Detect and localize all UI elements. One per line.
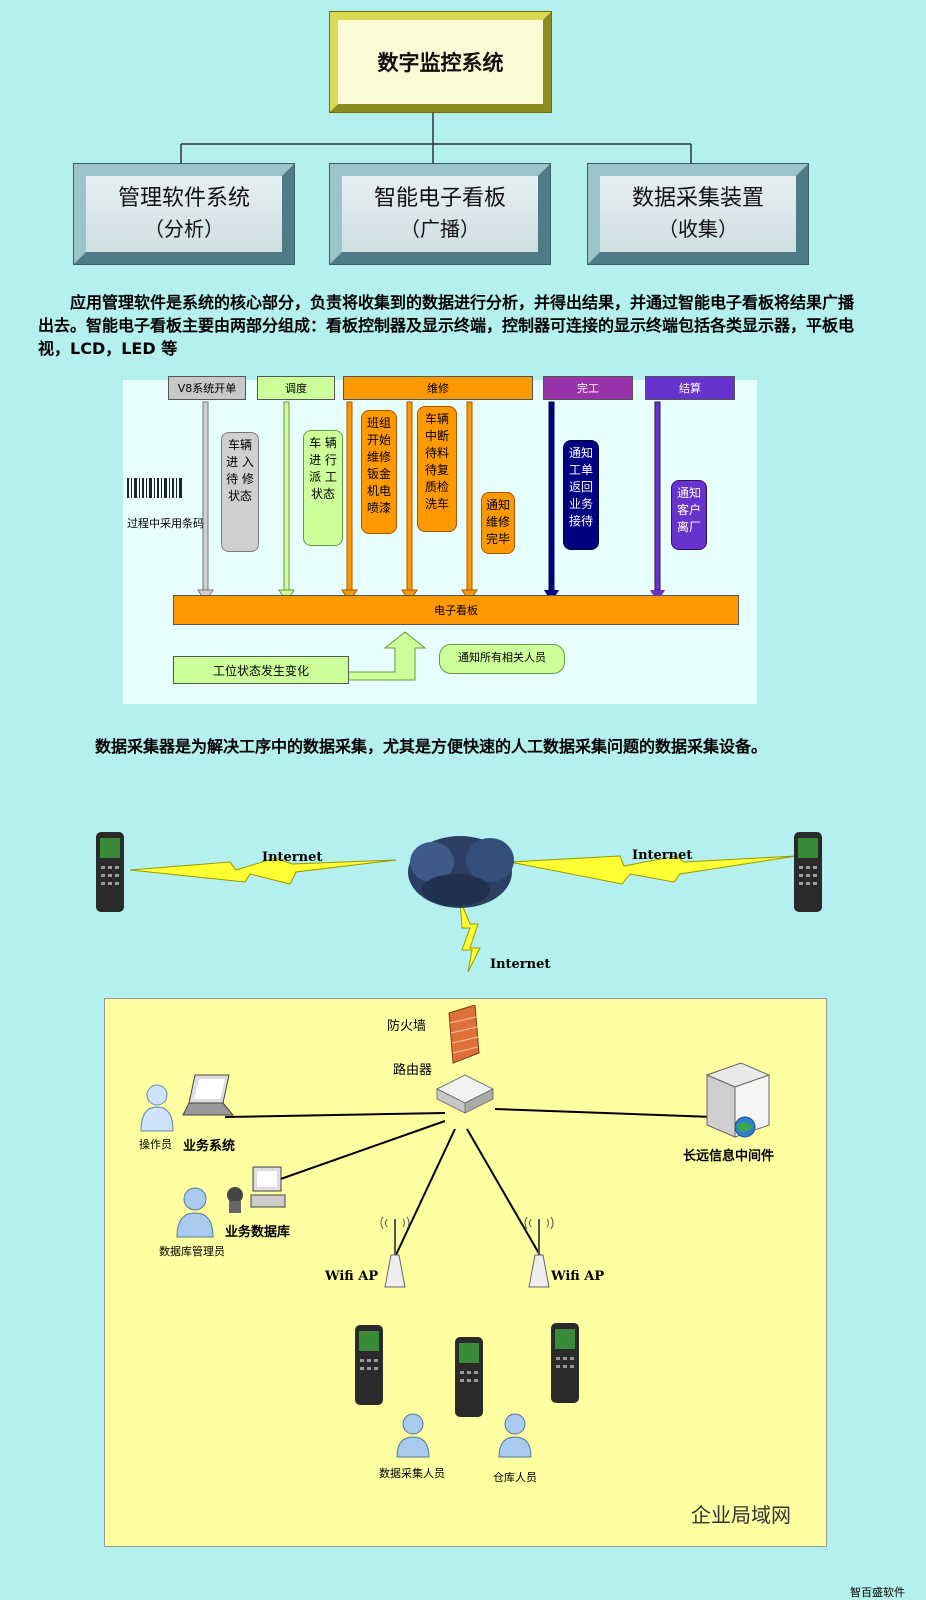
wifi-ap-label-right: Wifi AP bbox=[551, 1269, 605, 1284]
management-software-role: （分析） bbox=[144, 217, 224, 241]
header-v8-order: V8系统开单 bbox=[168, 376, 246, 400]
internet-label-right: Internet bbox=[632, 848, 693, 863]
lan-links bbox=[224, 1081, 714, 1258]
data-collection-label: 数据采集装置 bbox=[631, 186, 764, 211]
handheld-terminal-icon bbox=[794, 832, 822, 912]
system-title-box: 数字监控系统 bbox=[330, 12, 551, 112]
handheld-terminal-icon bbox=[96, 832, 124, 912]
internet-links bbox=[129, 836, 797, 973]
callout-return-reception: 通知 工单 返回 业务 接待 bbox=[563, 440, 599, 550]
router-label: 路由器 bbox=[393, 1063, 433, 1078]
hierarchy-connectors bbox=[180, 112, 692, 164]
middleware-label: 长远信息中间件 bbox=[683, 1149, 775, 1164]
database-workstation-icon bbox=[227, 1166, 286, 1213]
warehouse-label: 仓库人员 bbox=[493, 1471, 537, 1484]
smart-board-label: 智能电子看板 bbox=[373, 186, 506, 211]
internet-label-down: Internet bbox=[490, 957, 551, 972]
management-software-label: 管理软件系统 bbox=[117, 186, 250, 211]
dba-label: 数据库管理员 bbox=[159, 1245, 225, 1258]
internet-cloud-icon bbox=[416, 836, 506, 906]
data-collection-box: 数据采集装置 （收集） bbox=[588, 164, 808, 264]
collector-person-icon bbox=[396, 1413, 430, 1458]
wifi-ap-icon bbox=[524, 1216, 554, 1288]
header-settlement: 结算 bbox=[645, 376, 735, 400]
wifi-ap-label-left: Wifi AP bbox=[325, 1269, 379, 1284]
smart-board-role: （广播） bbox=[400, 217, 480, 241]
callout-interrupted: 车辆 中断 待料 待复 质检 洗车 bbox=[417, 406, 457, 532]
callout-repair-done: 通知 维修 完毕 bbox=[481, 492, 515, 554]
footer-brand: 智百盛软件 bbox=[850, 1586, 905, 1599]
business-db-label: 业务数据库 bbox=[225, 1225, 291, 1240]
electronic-board-bar: 电子看板 bbox=[173, 595, 739, 625]
laptop-icon bbox=[182, 1074, 235, 1116]
enterprise-lan-area: 防火墙 路由器 操作员 业务系统 业务数据库 数据库管理员 长远信息中间 bbox=[104, 998, 827, 1547]
header-repair: 维修 bbox=[343, 376, 533, 400]
management-software-box: 管理软件系统 （分析） bbox=[74, 164, 294, 264]
callout-dispatched: 车 辆 进 行 派 工 状态 bbox=[303, 430, 343, 546]
header-complete: 完工 bbox=[543, 376, 633, 400]
callout-customer-leave: 通知 客户 离厂 bbox=[671, 480, 707, 550]
handheld-terminal-icon bbox=[551, 1323, 579, 1403]
description-paragraph-2: 数据采集器是为解决工序中的数据采集，尤其是方便快速的人工数据采集问题的数据采集设… bbox=[95, 737, 768, 756]
description-paragraph-1: 应用管理软件是系统的核心部分，负责将收集到的数据进行分析，并得出结果，并通过智能… bbox=[38, 293, 855, 358]
operator-label: 操作员 bbox=[139, 1138, 172, 1151]
callout-repair-start: 班组 开始 维修 钣金 机电 喷漆 bbox=[361, 410, 397, 534]
firewall-icon bbox=[448, 1005, 480, 1064]
barcode-label: 过程中采用条码 bbox=[127, 517, 204, 530]
internet-label-left: Internet bbox=[262, 850, 323, 865]
wifi-ap-icon bbox=[380, 1216, 410, 1288]
station-change-box: 工位状态发生变化 bbox=[173, 656, 349, 684]
dba-icon bbox=[176, 1187, 214, 1238]
lan-label: 企业局域网 bbox=[691, 1503, 791, 1527]
handheld-terminal-icon bbox=[455, 1337, 483, 1417]
data-collection-role: （收集） bbox=[658, 217, 738, 241]
system-title: 数字监控系统 bbox=[377, 51, 504, 75]
smart-board-box: 智能电子看板 （广播） bbox=[330, 164, 550, 264]
callout-waiting: 车辆 进 入 待 修 状态 bbox=[221, 432, 259, 552]
warehouse-person-icon bbox=[498, 1413, 532, 1458]
firewall-label: 防火墙 bbox=[387, 1019, 427, 1034]
operator-icon bbox=[140, 1084, 174, 1132]
header-dispatch: 调度 bbox=[257, 376, 335, 400]
business-system-label: 业务系统 bbox=[183, 1139, 236, 1154]
barcode-icon bbox=[127, 478, 182, 498]
notify-all-callout: 通知所有相关人员 bbox=[439, 644, 565, 674]
handheld-terminal-icon bbox=[355, 1325, 383, 1405]
router-icon bbox=[435, 1074, 495, 1114]
workflow-diagram: V8系统开单 调度 维修 完工 结算 过程中采用条码 车辆 进 入 待 修 状态… bbox=[123, 376, 757, 704]
collector-label: 数据采集人员 bbox=[379, 1467, 445, 1480]
middleware-server-icon bbox=[705, 1062, 771, 1138]
